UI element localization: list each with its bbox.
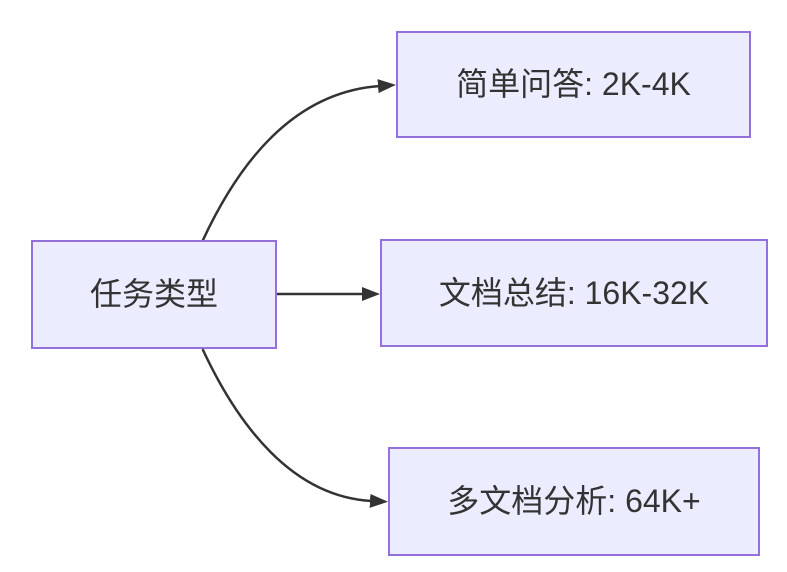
node-simple-qa-label: 简单问答: 2K-4K [456,66,691,103]
node-task-type: 任务类型 [31,240,277,349]
node-multi-doc: 多文档分析: 64K+ [388,447,760,556]
node-doc-summary: 文档总结: 16K-32K [380,239,768,347]
node-doc-summary-label: 文档总结: 16K-32K [438,274,710,311]
edge-root-to-multi-doc [201,348,388,508]
node-simple-qa: 简单问答: 2K-4K [396,31,751,138]
node-task-type-label: 任务类型 [89,276,218,313]
node-multi-doc-label: 多文档分析: 64K+ [447,483,701,520]
edge-root-to-simple-qa [201,79,396,242]
